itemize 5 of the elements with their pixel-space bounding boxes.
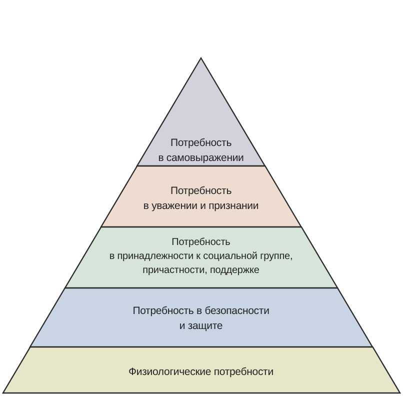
tier-label: Потребность в самовыражении xyxy=(158,136,244,166)
tier-label: Потребность в принадлежности к социальной группе, причастности, поддержке xyxy=(109,236,293,278)
tier-label: Физиологические потребности xyxy=(128,365,274,380)
tier-label: Потребность в уважении и признании xyxy=(143,184,259,214)
tier-label: Потребность в безопасности и защите xyxy=(132,304,270,334)
